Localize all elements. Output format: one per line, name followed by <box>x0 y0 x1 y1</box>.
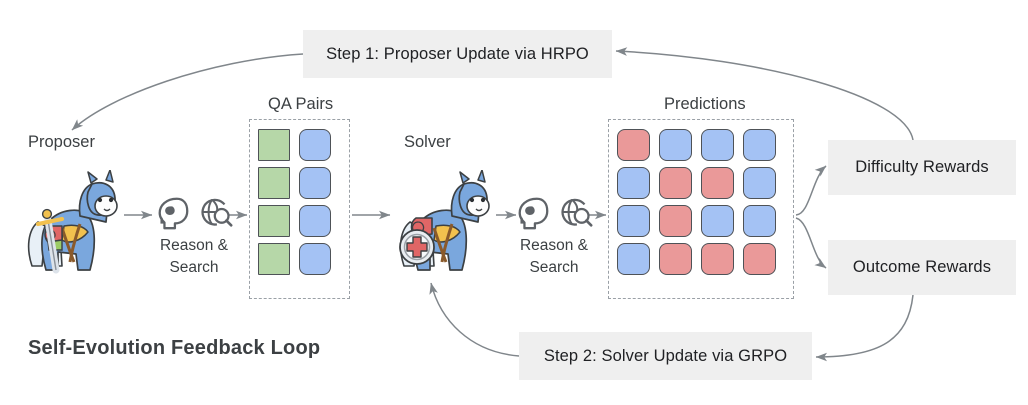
predictions-cell-red <box>659 243 692 275</box>
wire-step2-to-solver <box>429 282 520 357</box>
reason-search-label-line1: Reason & <box>159 237 229 254</box>
reason-search-group-2: Reason & Search <box>494 193 614 277</box>
predictions-cell-blue <box>701 129 734 161</box>
proposer-llama-icon <box>27 170 118 274</box>
predictions-cell-red <box>701 167 734 199</box>
wire-outcome-to-step2 <box>815 294 914 362</box>
qa-pairs-cell-blue <box>299 129 331 161</box>
difficulty-rewards-box: Difficulty Rewards <box>828 140 1016 195</box>
head-brain-icon <box>518 197 549 230</box>
predictions-cell-red <box>659 205 692 237</box>
wire-predictions-to-difficulty <box>795 165 827 216</box>
head-brain-icon <box>158 197 189 230</box>
predictions-cell-red <box>701 243 734 275</box>
outcome-rewards-label: Outcome Rewards <box>852 258 992 276</box>
reason-search-label-line1: Reason & <box>519 237 589 254</box>
predictions-cell-blue <box>743 167 776 199</box>
qa-pairs-cell-blue <box>299 205 331 237</box>
step1-box: Step 1: Proposer Update via HRPO <box>303 30 612 78</box>
predictions-cell-red <box>659 167 692 199</box>
step2-label: Step 2: Solver Update via GRPO <box>543 346 788 365</box>
predictions-cell-blue <box>617 167 650 199</box>
globe-search-icon <box>201 198 233 227</box>
reason-search-label-line2: Search <box>169 259 219 276</box>
predictions-title: Predictions <box>664 95 746 113</box>
qa-pairs-cell-green <box>258 167 290 199</box>
wire-step1-to-proposer <box>71 53 304 131</box>
wire-predictions-to-outcome <box>795 217 827 269</box>
solver-llama-icon <box>399 170 490 271</box>
predictions-cell-blue <box>617 243 650 275</box>
proposer-label: Proposer <box>28 133 95 151</box>
step1-label: Step 1: Proposer Update via HRPO <box>326 44 589 63</box>
qa-pairs-cell-green <box>258 129 290 161</box>
predictions-cell-blue <box>617 205 650 237</box>
predictions-cell-blue <box>659 129 692 161</box>
qa-pairs-cell-green <box>258 205 290 237</box>
predictions-cell-blue <box>701 205 734 237</box>
wire-difficulty-to-step1 <box>615 47 914 141</box>
reason-search-group-1: Reason & Search <box>134 193 254 277</box>
qa-pairs-cell-green <box>258 243 290 275</box>
figure-title: Self-Evolution Feedback Loop <box>28 337 321 359</box>
step2-box: Step 2: Solver Update via GRPO <box>519 332 812 380</box>
qa-pairs-cell-blue <box>299 243 331 275</box>
qa-pairs-title: QA Pairs <box>268 95 334 113</box>
predictions-cell-red <box>617 129 650 161</box>
solver-label: Solver <box>404 133 451 151</box>
predictions-cell-blue <box>743 129 776 161</box>
predictions-grid <box>617 129 785 275</box>
predictions-cell-red <box>743 243 776 275</box>
reason-search-label-line2: Search <box>529 259 579 276</box>
qa-pairs-cell-blue <box>299 167 331 199</box>
qa-pairs-grid <box>258 129 341 275</box>
predictions-group <box>608 119 794 299</box>
difficulty-rewards-label: Difficulty Rewards <box>855 158 989 176</box>
qa-pairs-group <box>249 119 350 299</box>
predictions-cell-blue <box>743 205 776 237</box>
outcome-rewards-box: Outcome Rewards <box>828 240 1016 295</box>
globe-search-icon <box>561 198 593 227</box>
